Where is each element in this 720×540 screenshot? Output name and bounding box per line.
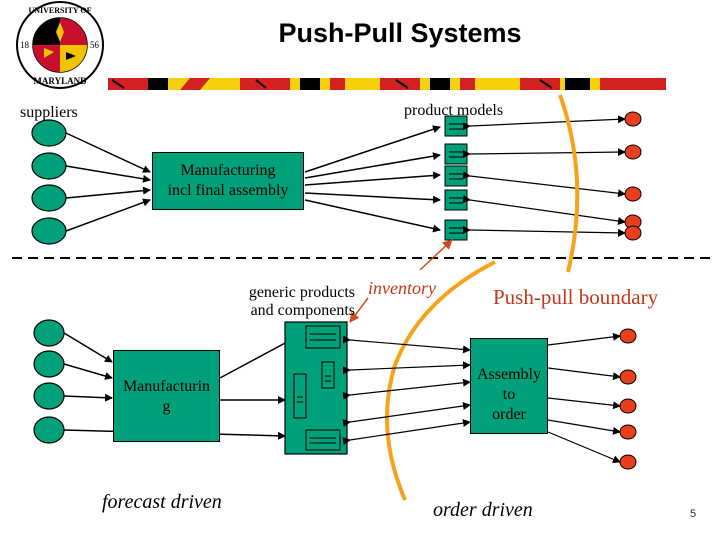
customer-node bbox=[624, 111, 642, 127]
component-slot bbox=[305, 429, 341, 451]
page-title: Push-Pull Systems bbox=[278, 18, 522, 48]
top-customer-links bbox=[462, 115, 626, 237]
bottom-supplier-nodes bbox=[33, 319, 65, 444]
supplier-node bbox=[31, 119, 67, 147]
top-manufacturing-line2: incl final assembly bbox=[167, 182, 289, 199]
order-driven-label: order driven bbox=[433, 499, 533, 521]
suppliers-label: suppliers bbox=[20, 104, 78, 121]
component-slot bbox=[321, 361, 335, 389]
product-model-slot bbox=[444, 219, 468, 241]
header-banner bbox=[108, 78, 666, 90]
component-slot bbox=[305, 325, 341, 349]
top-supplier-arrows bbox=[65, 132, 151, 232]
svg-text:18: 18 bbox=[20, 40, 30, 50]
bottom-manufacturing-line1: Manufacturin bbox=[122, 378, 211, 395]
svg-text:MARYLAND: MARYLAND bbox=[33, 76, 87, 86]
customer-node bbox=[619, 424, 637, 440]
supplier-node bbox=[33, 350, 65, 378]
bottom-customer-links bbox=[540, 332, 621, 463]
push-pull-boundary-curve-top bbox=[558, 94, 580, 273]
customer-node bbox=[624, 225, 642, 241]
customer-node bbox=[619, 328, 637, 344]
customer-node bbox=[624, 144, 642, 160]
page-number: 5 bbox=[690, 508, 697, 520]
bottom-manufacturing-box: Manufacturin g bbox=[113, 350, 220, 442]
push-pull-boundary-label: Push-pull boundary bbox=[493, 285, 659, 309]
assembly-line2: to bbox=[502, 386, 516, 403]
supplier-node bbox=[31, 184, 67, 212]
top-manufacturing-box: Manufacturing incl final assembly bbox=[152, 152, 304, 210]
supplier-node bbox=[33, 319, 65, 347]
product-model-slot bbox=[444, 189, 468, 211]
product-model-slot bbox=[444, 143, 468, 165]
top-manufacturing-line1: Manufacturing bbox=[180, 162, 276, 179]
component-slot bbox=[293, 373, 307, 419]
svg-text:UNIVERSITY OF: UNIVERSITY OF bbox=[28, 6, 91, 15]
generic-products-line2: and components bbox=[250, 302, 355, 319]
university-logo: UNIVERSITY OF MARYLAND 18 56 bbox=[16, 1, 104, 89]
top-supplier-nodes bbox=[31, 119, 67, 245]
inventory-pointer-arrows bbox=[349, 239, 453, 323]
top-customer-nodes bbox=[624, 111, 642, 241]
product-models-label: product models bbox=[404, 102, 504, 119]
customer-node bbox=[619, 398, 637, 414]
generic-products-label: generic products and components bbox=[225, 284, 355, 320]
supplier-node bbox=[33, 382, 65, 410]
product-model-inventory bbox=[444, 115, 468, 241]
generic-inventory-box bbox=[284, 321, 348, 455]
inventory-label: inventory bbox=[368, 278, 436, 298]
bottom-manufacturing-line2: g bbox=[162, 398, 171, 415]
product-model-slot bbox=[444, 165, 468, 187]
customer-node bbox=[619, 454, 637, 470]
forecast-driven-label: forecast driven bbox=[102, 491, 222, 513]
supplier-node bbox=[33, 416, 65, 444]
svg-text:56: 56 bbox=[90, 40, 100, 50]
supplier-node bbox=[31, 217, 67, 245]
top-mfg-arrows bbox=[304, 125, 441, 233]
assembly-line3: order bbox=[492, 406, 526, 423]
generic-products-line1: generic products bbox=[248, 284, 355, 301]
bottom-customer-nodes bbox=[619, 328, 637, 470]
customer-node bbox=[624, 186, 642, 202]
supplier-node bbox=[31, 152, 67, 180]
inventory-assembly-links bbox=[342, 335, 471, 445]
customer-node bbox=[619, 369, 637, 385]
assembly-to-order-box: Assembly to order bbox=[470, 338, 548, 434]
assembly-line1: Assembly bbox=[477, 366, 541, 383]
